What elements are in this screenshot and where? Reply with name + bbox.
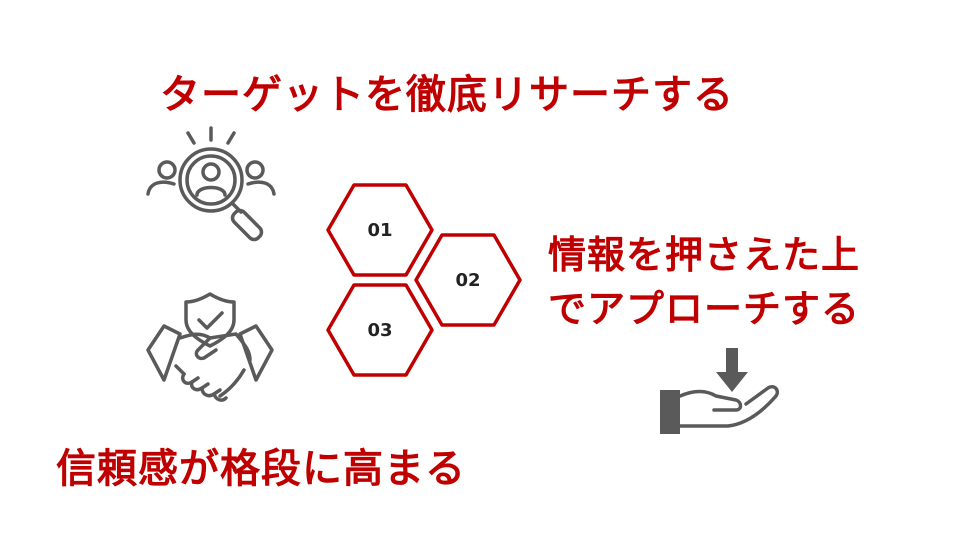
headline-approach-line2: でアプローチする bbox=[548, 287, 861, 331]
step-hexagons: 01 02 03 bbox=[326, 183, 522, 377]
step-label-2: 02 bbox=[455, 270, 480, 291]
headline-approach-line1: 情報を押さえた上 bbox=[548, 233, 861, 277]
step-label-1: 01 bbox=[367, 220, 392, 241]
step-hexagon-2 bbox=[414, 233, 522, 327]
headline-research: ターゲットを徹底リサーチする bbox=[160, 72, 734, 118]
step-hexagon-1 bbox=[326, 183, 434, 277]
step-hexagon-3 bbox=[326, 283, 434, 377]
headline-trust: 信頼感が格段に高まる bbox=[56, 446, 466, 492]
headline-approach: 情報を押さえた上 でアプローチする bbox=[548, 228, 860, 336]
hand-receive-arrow-icon bbox=[660, 348, 780, 434]
handshake-shield-icon bbox=[146, 292, 274, 402]
magnifier-people-icon bbox=[146, 126, 276, 242]
step-label-3: 03 bbox=[367, 320, 392, 341]
